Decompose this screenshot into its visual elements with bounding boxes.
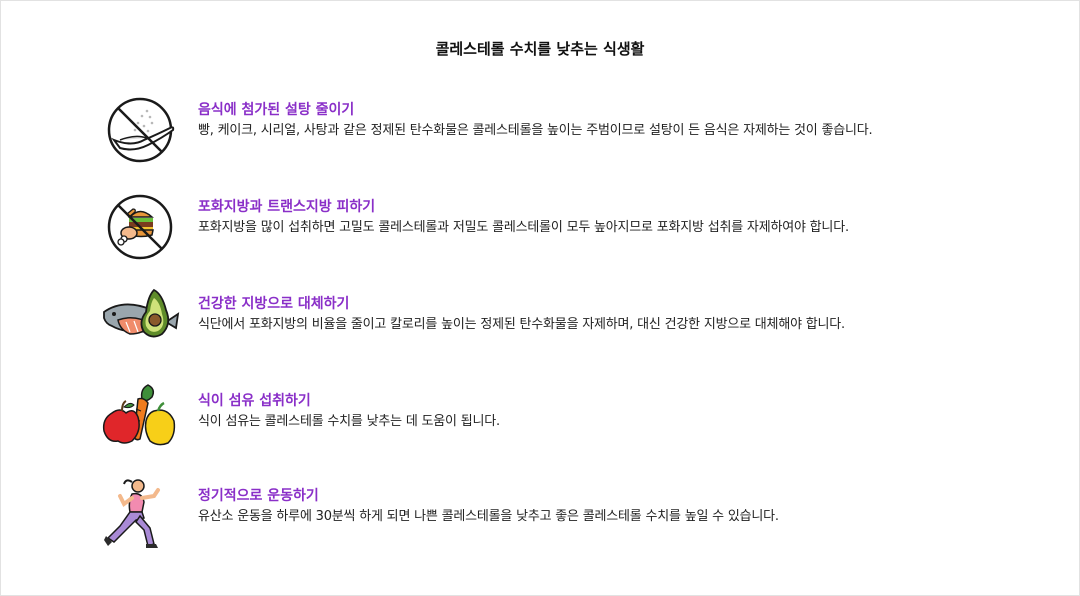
list-item-healthy-fats: 건강한 지방으로 대체하기 식단에서 포화지방의 비율을 줄이고 칼로리를 높이… bbox=[100, 284, 1060, 364]
item-heading: 포화지방과 트랜스지방 피하기 bbox=[198, 199, 376, 215]
fish-avocado-icon bbox=[100, 284, 180, 364]
list-item-exercise: 정기적으로 운동하기 유산소 운동을 하루에 30분씩 하게 되면 나쁜 콜레스… bbox=[100, 476, 1060, 556]
vegetables-icon bbox=[100, 381, 180, 461]
item-heading: 건강한 지방으로 대체하기 bbox=[198, 296, 350, 312]
list-item-avoid-fats: 포화지방과 트랜스지방 피하기 포화지방을 많이 섭취하면 고밀도 콜레스테롤과… bbox=[100, 187, 1060, 267]
running-person-icon bbox=[100, 476, 180, 556]
item-heading: 정기적으로 운동하기 bbox=[198, 488, 319, 504]
no-fast-food-icon bbox=[100, 187, 180, 267]
item-description: 식이 섬유는 콜레스테롤 수치를 낮추는 데 도움이 됩니다. bbox=[198, 414, 500, 429]
item-heading: 음식에 첨가된 설탕 줄이기 bbox=[198, 102, 355, 118]
item-heading: 식이 섬유 섭취하기 bbox=[198, 393, 311, 409]
item-description: 빵, 케이크, 시리얼, 사탕과 같은 정제된 탄수화물은 콜레스테롤을 높이는… bbox=[198, 123, 873, 138]
item-description: 포화지방을 많이 섭취하면 고밀도 콜레스테롤과 저밀도 콜레스테롤이 모두 높… bbox=[198, 220, 849, 235]
item-description: 유산소 운동을 하루에 30분씩 하게 되면 나쁜 콜레스테롤을 낮추고 좋은 … bbox=[198, 509, 779, 524]
item-description: 식단에서 포화지방의 비율을 줄이고 칼로리를 높이는 정제된 탄수화물을 자제… bbox=[198, 317, 845, 332]
no-sugar-icon bbox=[100, 90, 180, 170]
list-item-dietary-fiber: 식이 섬유 섭취하기 식이 섬유는 콜레스테롤 수치를 낮추는 데 도움이 됩니… bbox=[100, 381, 1060, 461]
list-item-reduce-sugar: 음식에 첨가된 설탕 줄이기 빵, 케이크, 시리얼, 사탕과 같은 정제된 탄… bbox=[100, 90, 1060, 170]
page-title: 콜레스테롤 수치를 낮추는 식생활 bbox=[435, 40, 645, 58]
